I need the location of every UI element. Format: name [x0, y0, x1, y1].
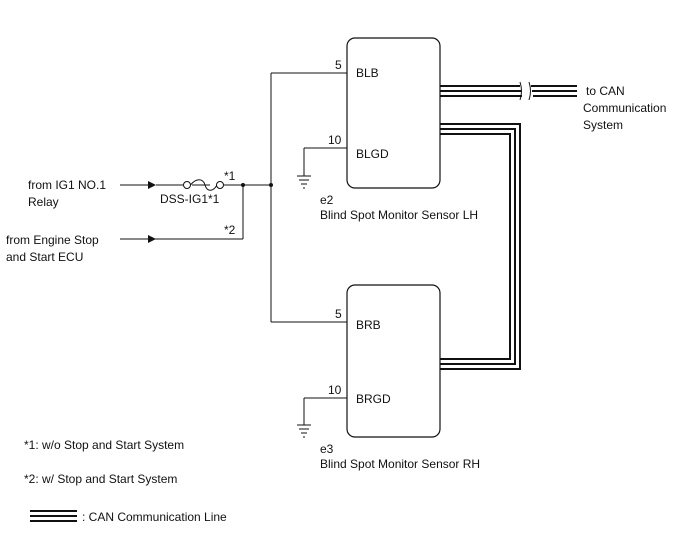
sensor-rh-name: Blind Spot Monitor Sensor RH — [320, 457, 480, 471]
fuse-symbol — [156, 179, 224, 191]
source-ecu-line1: from Engine Stop — [6, 233, 99, 247]
lh-pin-5-number: 5 — [335, 58, 342, 72]
can-destination-line2: Communication — [583, 101, 666, 115]
source-ig1-line2: Relay — [28, 195, 59, 209]
can-destination-line1: to CAN — [586, 84, 625, 98]
source-ecu-line2: and Start ECU — [6, 250, 83, 264]
lh-pin-10-number: 10 — [328, 133, 342, 147]
sensor-lh-name: Blind Spot Monitor Sensor LH — [320, 208, 478, 222]
fuse-label: DSS-IG1*1 — [160, 192, 220, 206]
can-line-sensors — [440, 123, 521, 370]
sensor-lh-code: e2 — [320, 193, 334, 207]
power-wiring — [120, 72, 347, 323]
ground-lh-icon — [297, 147, 347, 189]
can-destination-line3: System — [583, 118, 623, 132]
rh-pin-5-label: BRB — [356, 318, 381, 332]
sensor-lh-box — [346, 37, 441, 189]
marker-star2: *2 — [224, 223, 236, 237]
arrow-ecu — [148, 235, 156, 243]
legend-can-symbol — [30, 510, 77, 522]
rh-pin-10-label: BRGD — [356, 392, 391, 406]
note-2: *2: w/ Stop and Start System — [24, 472, 177, 486]
rh-pin-5-number: 5 — [335, 307, 342, 321]
can-line-external — [440, 85, 577, 97]
source-ig1-line1: from IG1 NO.1 — [28, 178, 106, 192]
ground-rh-icon — [297, 397, 347, 438]
line-break-symbol — [519, 81, 531, 101]
arrow-ig1 — [148, 181, 156, 189]
junction-dot-2 — [269, 183, 273, 187]
note-1: *1: w/o Stop and Start System — [24, 438, 184, 452]
legend-can-label: : CAN Communication Line — [82, 510, 227, 524]
sensor-rh-box — [346, 284, 441, 438]
rh-pin-10-number: 10 — [328, 383, 342, 397]
junction-dot-1 — [241, 183, 245, 187]
lh-pin-5-label: BLB — [356, 66, 379, 80]
marker-star1: *1 — [224, 169, 236, 183]
sensor-rh-code: e3 — [320, 442, 334, 456]
lh-pin-10-label: BLGD — [356, 147, 389, 161]
